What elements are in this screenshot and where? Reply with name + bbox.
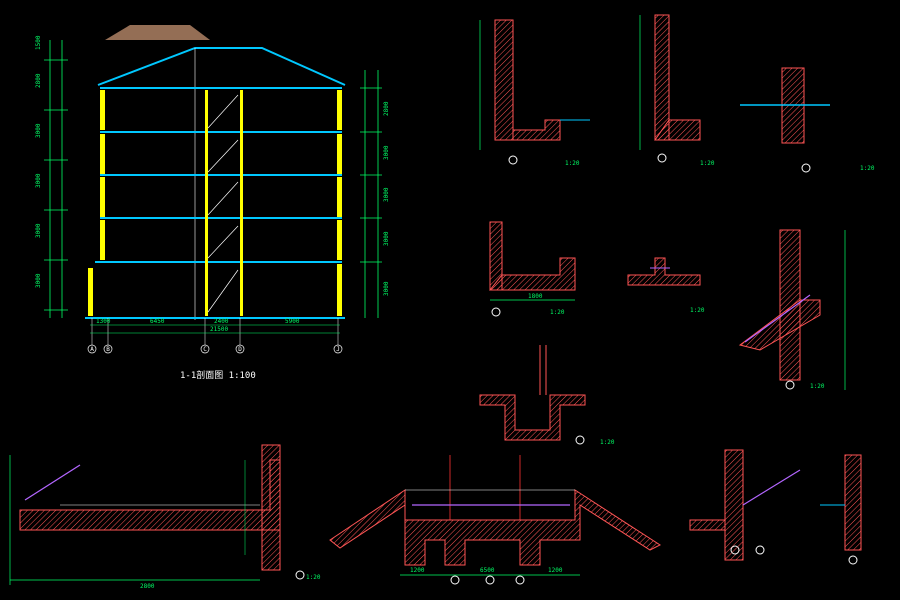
left-dimension-chain	[44, 40, 68, 318]
right-dim-0: 2800	[383, 101, 390, 116]
detail-wall-top-mid	[479, 19, 590, 165]
right-dim-2: 3000	[383, 187, 390, 202]
detail-wall-top-right	[639, 14, 830, 173]
detail-parapet-mid	[488, 221, 701, 317]
left-dim-1: 3000	[35, 123, 42, 138]
left-dim-3: 3000	[35, 223, 42, 238]
roof-tile	[105, 25, 210, 40]
main-section-title: 1-1剖面图 1:100	[180, 369, 256, 381]
left-dim-5: 1500	[35, 35, 42, 50]
bottom-dim-2: 2400	[214, 318, 229, 325]
bottom-dim-0: 1300	[96, 318, 111, 325]
left-dim-2: 3000	[35, 173, 42, 188]
main-section: 2800 3000 3000 3000 3000 1500	[35, 25, 390, 381]
detail-6-scale: 1:20	[810, 383, 825, 390]
detail-bottom-mid	[329, 455, 662, 585]
grid-label-a: A	[90, 346, 94, 353]
detail-1-scale: 1:20	[565, 160, 580, 167]
detail-5-scale: 1:20	[690, 307, 705, 314]
detail-bottom-mid-dim-0: 1200	[410, 567, 425, 574]
detail-bottom-mid-dim-2: 1200	[548, 567, 563, 574]
detail-mid-dim: 1800	[528, 293, 543, 300]
stair-flights	[207, 94, 239, 313]
detail-2-scale: 1:20	[700, 160, 715, 167]
grid-label-d: D	[238, 346, 242, 353]
left-dim-0: 2800	[35, 73, 42, 88]
detail-roof-eave	[738, 229, 846, 390]
floor-slabs	[85, 87, 345, 319]
right-dim-1: 3000	[383, 145, 390, 160]
left-dim-4: 3000	[35, 273, 42, 288]
grid-axes	[90, 318, 340, 345]
grid-label-j: J	[336, 346, 340, 353]
detail-gutter	[479, 345, 586, 445]
grid-label-c: C	[203, 346, 207, 353]
overall-dim: 21500	[210, 326, 228, 333]
columns	[88, 90, 342, 316]
detail-bottom-mid-dim-1: 6500	[480, 567, 495, 574]
detail-bottom-left	[9, 444, 305, 585]
detail-bottom-left-scale: 1:20	[306, 574, 321, 581]
right-dim-3: 3000	[383, 231, 390, 246]
detail-bottom-right	[689, 449, 862, 565]
right-dimension-chain	[360, 70, 382, 318]
detail-3-scale: 1:20	[860, 165, 875, 172]
detail-bottom-left-dim: 2800	[140, 583, 155, 590]
grid-label-b: B	[106, 346, 110, 353]
roof-left-slope	[97, 47, 346, 86]
right-dim-4: 3000	[383, 281, 390, 296]
bottom-dim-3: 5900	[285, 318, 300, 325]
detail-4-scale: 1:20	[550, 309, 565, 316]
grid-bubbles	[87, 344, 343, 354]
bottom-dim-1: 6450	[150, 318, 165, 325]
detail-7-scale: 1:20	[600, 439, 615, 446]
